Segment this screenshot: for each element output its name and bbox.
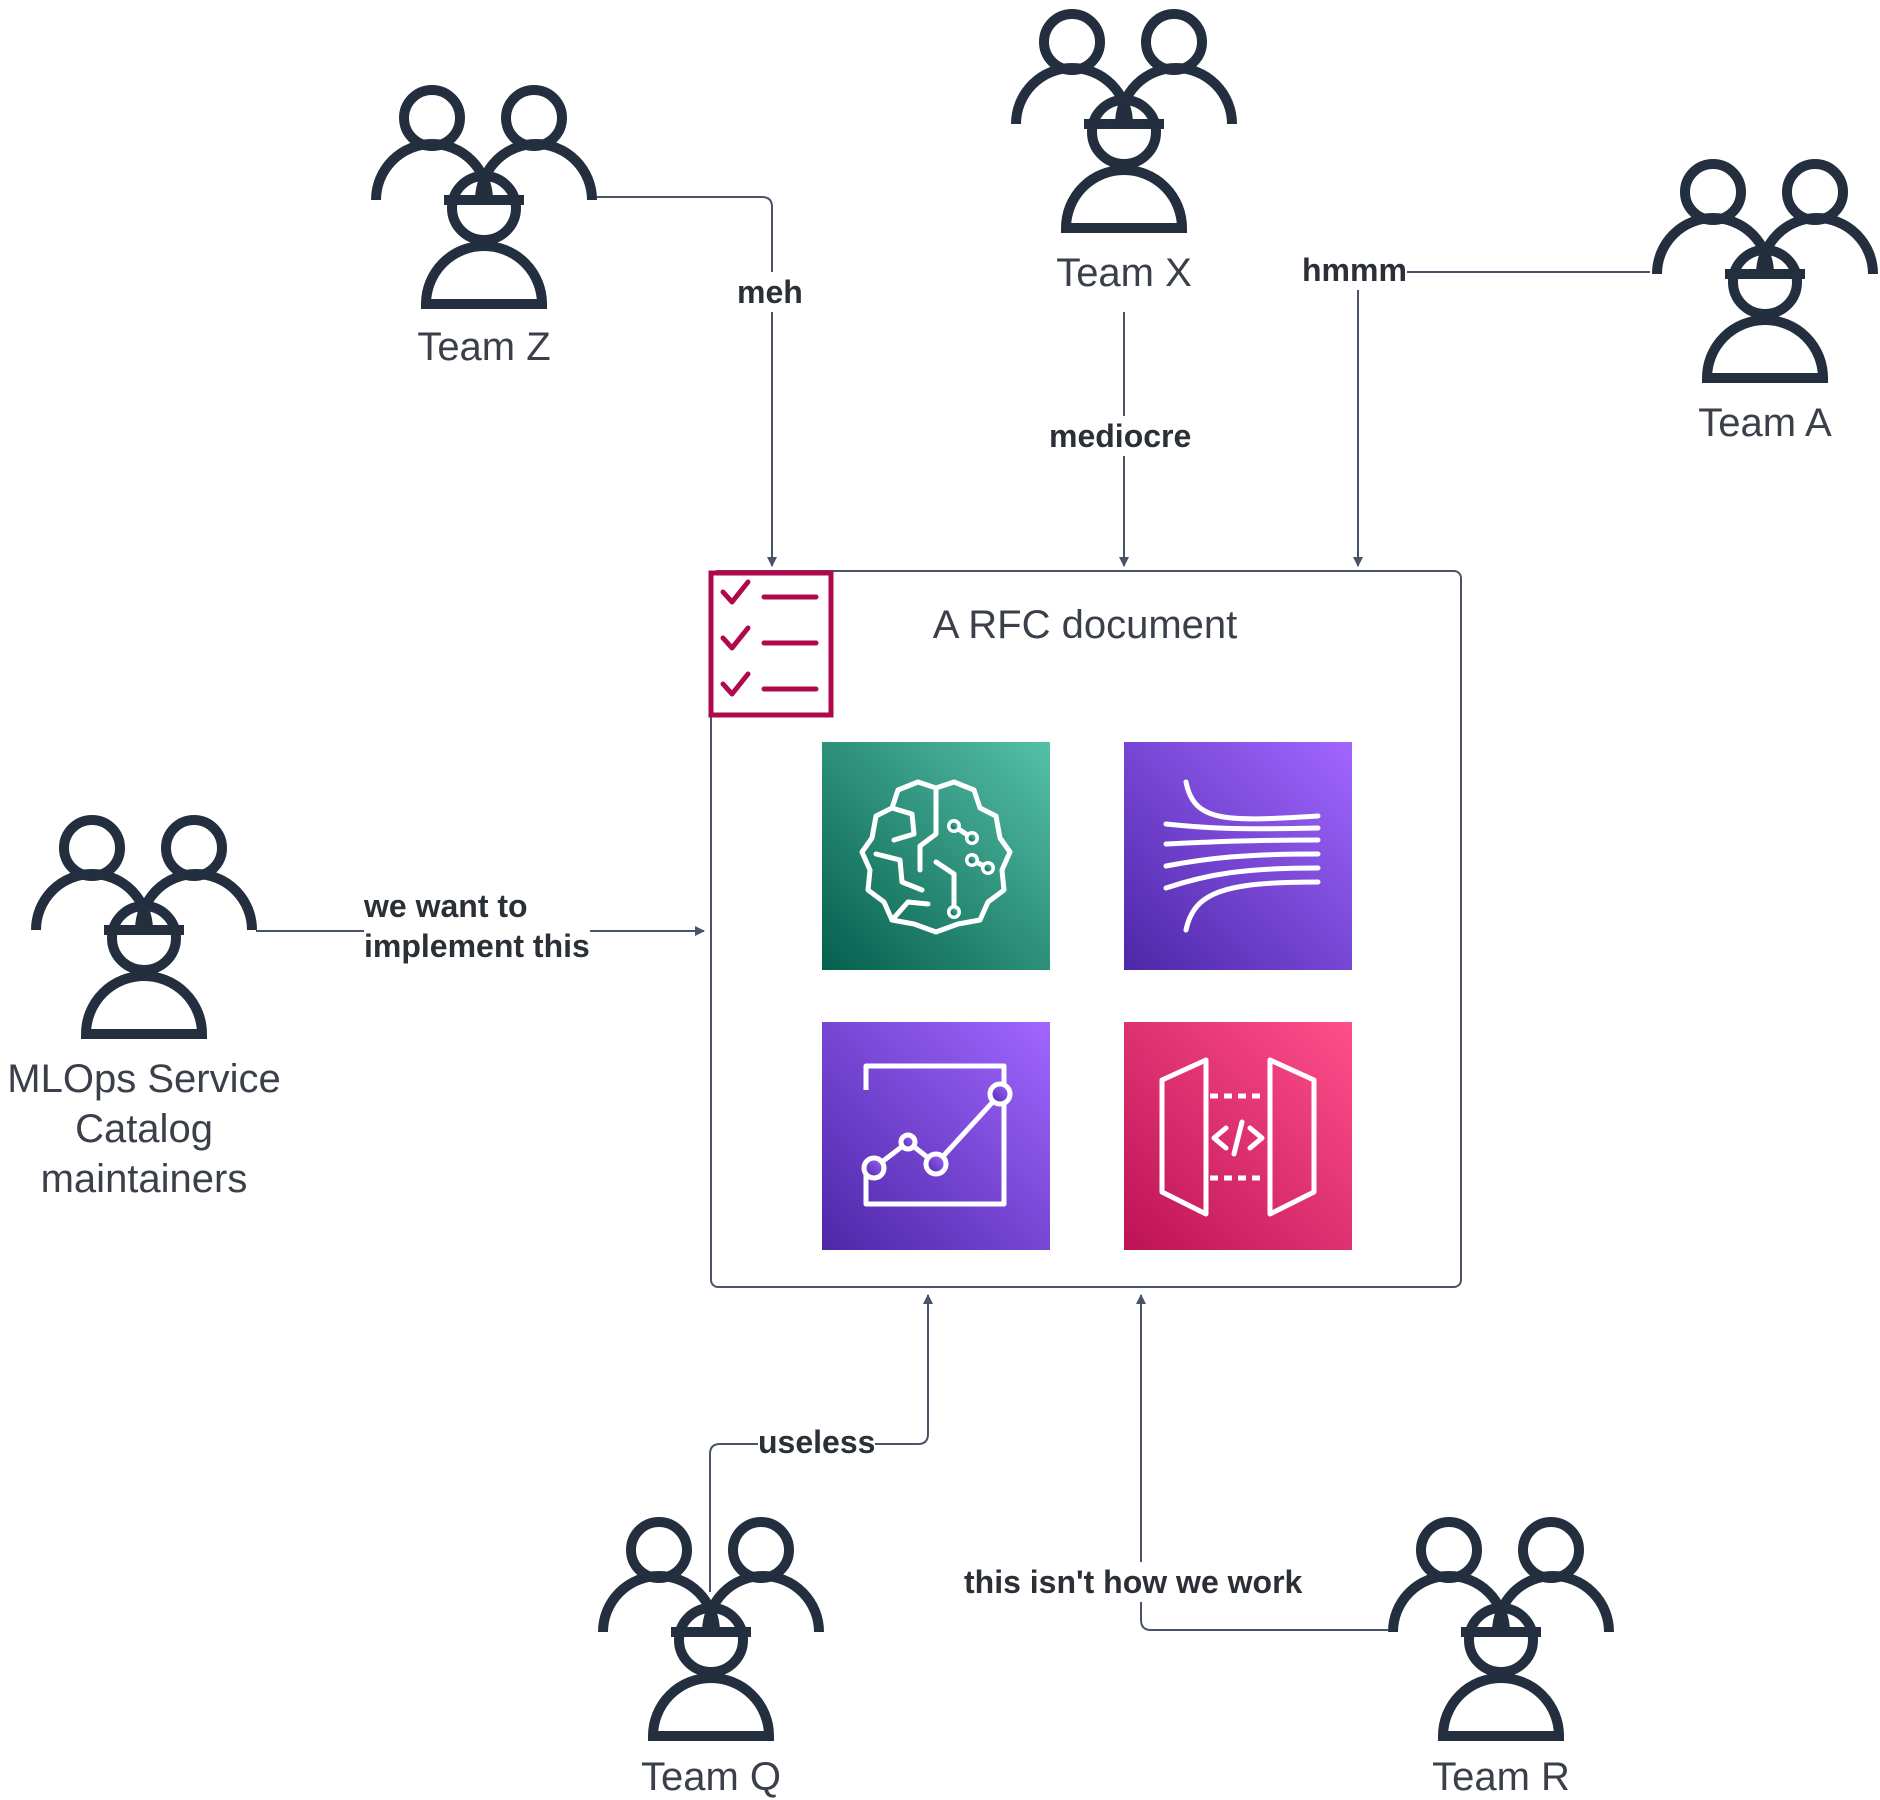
team-a-label: Team A bbox=[1698, 401, 1832, 445]
streaming-icon bbox=[1124, 742, 1352, 970]
rfc-document-title: A RFC document bbox=[932, 603, 1238, 647]
team-z-icon bbox=[370, 82, 598, 310]
connector-team-r bbox=[1136, 1294, 1388, 1631]
checklist-icon bbox=[708, 570, 834, 718]
mlops-team-icon bbox=[30, 812, 258, 1040]
mlops-team-label: MLOps Service Catalog maintainers bbox=[7, 1057, 281, 1201]
edge-label-mlops: we want to implement this bbox=[364, 886, 590, 966]
team-r-label: Team R bbox=[1432, 1755, 1570, 1799]
edge-label-team-a: hmmm bbox=[1302, 250, 1407, 290]
team-x-label: Team X bbox=[1056, 251, 1192, 295]
team-q-label: Team Q bbox=[640, 1755, 782, 1799]
edge-label-team-r: this isn't how we work bbox=[964, 1562, 1303, 1602]
api-gateway-icon bbox=[1124, 1022, 1352, 1250]
edge-label-team-x: mediocre bbox=[1049, 416, 1192, 456]
team-a-icon bbox=[1651, 156, 1879, 384]
connector-team-a bbox=[1353, 271, 1650, 567]
connector-team-z bbox=[595, 196, 777, 567]
team-x-icon bbox=[1010, 6, 1238, 234]
edge-label-team-z: meh bbox=[737, 272, 803, 312]
analytics-chart-icon bbox=[822, 1022, 1050, 1250]
team-q-icon bbox=[597, 1514, 825, 1742]
ml-brain-icon bbox=[822, 742, 1050, 970]
edge-label-team-q: useless bbox=[758, 1422, 876, 1462]
team-r-icon bbox=[1387, 1514, 1615, 1742]
team-z-label: Team Z bbox=[417, 325, 551, 369]
